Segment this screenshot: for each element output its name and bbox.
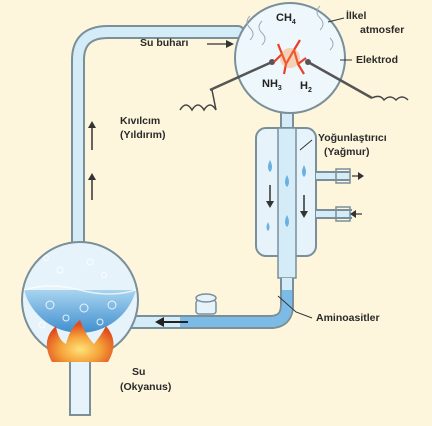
- h2-formula: H2: [300, 80, 312, 94]
- nh3-formula: NH3: [262, 78, 282, 92]
- label-kivilcim: Kıvılcım: [120, 115, 160, 128]
- spark-wire-left: [180, 90, 216, 110]
- label-atmosfer: atmosfer: [360, 24, 404, 37]
- label-elektrod: Elektrod: [356, 54, 398, 67]
- label-yogunlastirici: Yoğunlaştırıcı: [318, 132, 387, 145]
- label-yildirim: (Yıldırım): [120, 129, 166, 142]
- flask-neck: [70, 355, 90, 415]
- label-okyanus: (Okyanus): [120, 381, 171, 394]
- label-su-buhari: Su buharı: [140, 37, 188, 50]
- ch4-formula: CH4: [276, 12, 296, 26]
- spark-wire-right: [372, 96, 408, 100]
- label-su: Su: [132, 366, 145, 379]
- label-aminoasitler: Aminoasitler: [316, 312, 380, 325]
- label-ilkel: İlkel: [346, 10, 366, 23]
- label-yagmur: (Yağmur): [324, 146, 370, 159]
